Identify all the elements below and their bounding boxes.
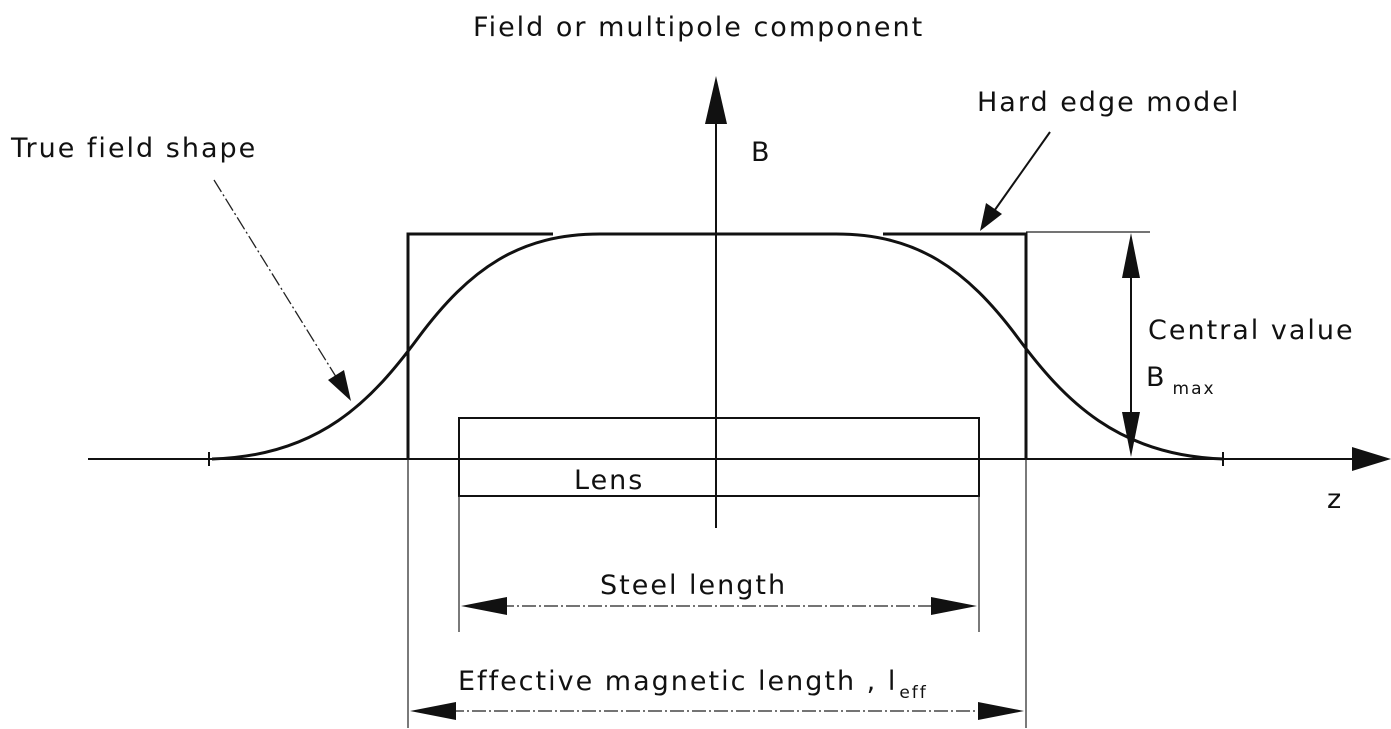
central-value-label: Central value: [1148, 315, 1355, 346]
lens-label: Lens: [574, 465, 644, 496]
z-axis-label: z: [1327, 484, 1343, 515]
true-field-leader-arrow: [328, 370, 351, 401]
dimension-extension-lines: [407, 231, 1150, 728]
b-axis-label: B: [751, 137, 772, 168]
hard-edge-model-label: Hard edge model: [977, 87, 1240, 118]
central-arrow-bottom: [1122, 412, 1140, 457]
effective-length-dimension: [410, 702, 1024, 720]
hard-edge-right: [883, 232, 1028, 459]
hard-edge-left: [406, 232, 553, 459]
effective-arrow-right: [978, 702, 1024, 720]
axes: [88, 76, 1391, 528]
steel-arrow-right: [931, 597, 977, 615]
b-max-base: B: [1146, 362, 1167, 393]
true-field-shape-label: True field shape: [10, 133, 257, 164]
true-field-leader: [213, 179, 339, 381]
effective-arrow-left: [410, 702, 456, 720]
steel-length-dimension: [461, 597, 977, 615]
leaders: [213, 131, 1051, 401]
steel-length-label: Steel length: [600, 570, 787, 601]
lens-box: [458, 417, 980, 497]
vertical-axis-title: Field or multipole component: [473, 12, 924, 43]
b-max-subscript: max: [1173, 379, 1216, 399]
hard-edge-leader: [991, 131, 1051, 215]
hard-edge-leader-arrow: [980, 203, 1002, 231]
z-axis-arrowhead: [1352, 447, 1391, 471]
effective-length-subscript: eff: [899, 683, 927, 703]
steel-arrow-left: [461, 597, 507, 615]
central-arrow-top: [1122, 233, 1140, 278]
b-axis-arrowhead: [705, 76, 727, 124]
true-field-curve: [211, 232, 1225, 461]
effective-length-base: Effective magnetic length , l: [458, 666, 897, 697]
central-value-dimension: [1122, 233, 1140, 457]
hard-edge-model-outline: [406, 232, 1028, 459]
